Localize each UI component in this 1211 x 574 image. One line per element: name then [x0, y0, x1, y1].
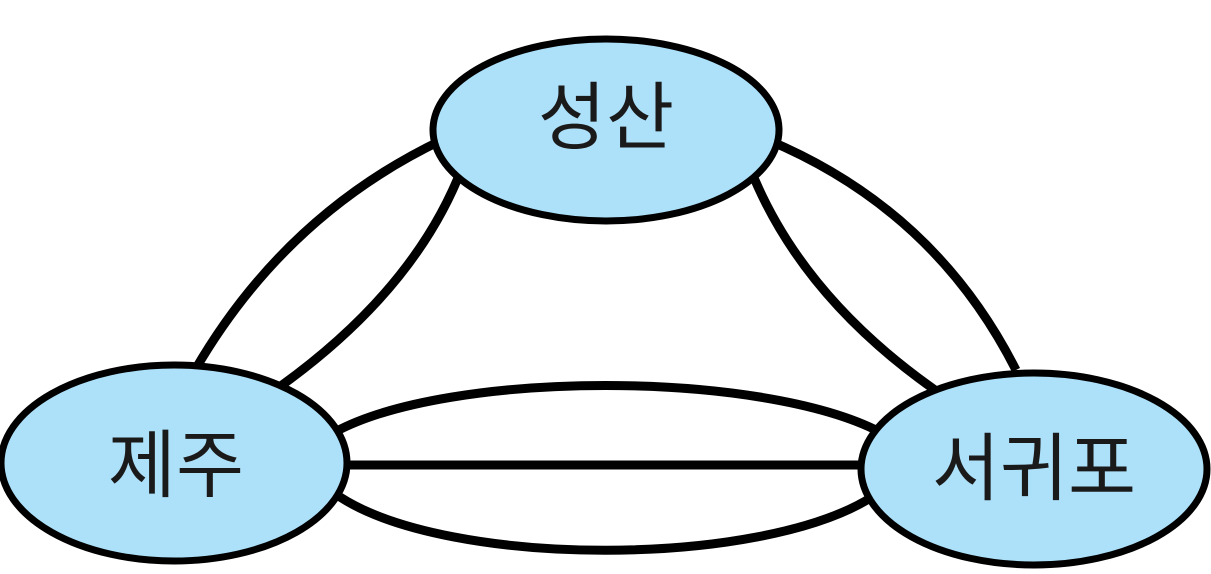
node-jeju-shape	[0, 361, 351, 565]
edge-jeju-seogwipo-top	[332, 381, 883, 437]
edge-jeju-seogwipo-bottom	[337, 493, 875, 555]
edges-seongsan-seogwipo	[745, 135, 1021, 394]
edge-jeju-seongsan-outer	[191, 135, 444, 373]
node-seogwipo-shape	[857, 369, 1211, 569]
node-seogwipo: 서귀포	[857, 369, 1211, 569]
edges-jeju-seogwipo	[332, 381, 883, 555]
node-seongsan-shape	[429, 35, 783, 225]
node-seongsan: 성산	[429, 35, 783, 225]
node-jeju: 제주	[0, 361, 351, 565]
node-seogwipo-label: 서귀포	[932, 426, 1136, 512]
edge-seongsan-seogwipo-outer	[766, 135, 1021, 373]
node-jeju-label: 제주	[108, 423, 244, 509]
edge-jeju-seongsan-inner	[275, 166, 467, 392]
node-seongsan-label: 성산	[538, 75, 674, 161]
edge-seongsan-seogwipo-inner	[745, 166, 938, 394]
edges-jeju-seongsan	[191, 135, 467, 392]
